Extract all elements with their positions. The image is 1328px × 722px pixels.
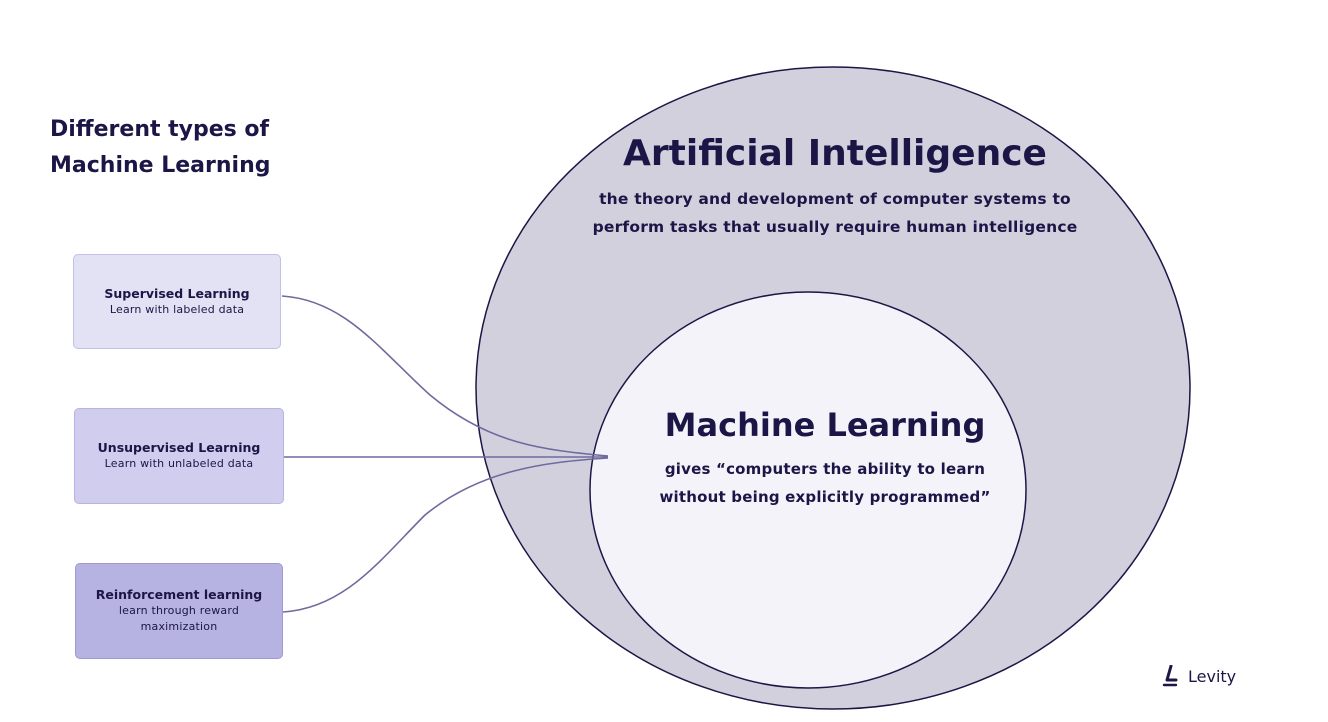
levity-logo-icon bbox=[1162, 665, 1178, 687]
ml-description: gives “computers the ability to learn wi… bbox=[600, 455, 1050, 511]
supervised-learning-desc: Learn with labeled data bbox=[109, 302, 245, 316]
brand-logo: Levity bbox=[1162, 663, 1236, 689]
connector-supervised bbox=[281, 295, 609, 457]
unsupervised-learning-box: Unsupervised Learning Learn with unlabel… bbox=[74, 408, 284, 504]
heading-line-2: Machine Learning bbox=[50, 153, 271, 178]
unsupervised-learning-title: Unsupervised Learning bbox=[97, 440, 261, 455]
heading-line-1: Different types of bbox=[50, 117, 270, 142]
ai-description: the theory and development of computer s… bbox=[520, 185, 1150, 241]
reinforcement-learning-box: Reinforcement learning learn through rew… bbox=[75, 563, 283, 659]
connector-reinforcement bbox=[282, 457, 609, 613]
ml-circle bbox=[589, 291, 1027, 689]
unsupervised-learning-desc: Learn with unlabeled data bbox=[104, 457, 254, 470]
supervised-learning-box: Supervised Learning Learn with labeled d… bbox=[73, 254, 281, 349]
ml-title: Machine Learning bbox=[664, 406, 986, 444]
ai-description-line-2: perform tasks that usually require human… bbox=[592, 218, 1078, 236]
ai-title: Artificial Intelligence bbox=[623, 133, 1047, 174]
ai-description-line-1: the theory and development of computer s… bbox=[599, 190, 1071, 208]
supervised-learning-title: Supervised Learning bbox=[104, 285, 250, 301]
ml-description-line-2: without being explicitly programmed” bbox=[659, 488, 991, 506]
reinforcement-learning-desc-line-2: maximization bbox=[140, 620, 218, 633]
diagram-heading: Different types of Machine Learning bbox=[50, 112, 320, 184]
reinforcement-learning-desc-line-1: learn through reward bbox=[118, 604, 240, 617]
ml-description-line-1: gives “computers the ability to learn bbox=[664, 460, 986, 478]
brand-name: Levity bbox=[1188, 666, 1237, 686]
reinforcement-learning-title: Reinforcement learning bbox=[95, 587, 263, 602]
